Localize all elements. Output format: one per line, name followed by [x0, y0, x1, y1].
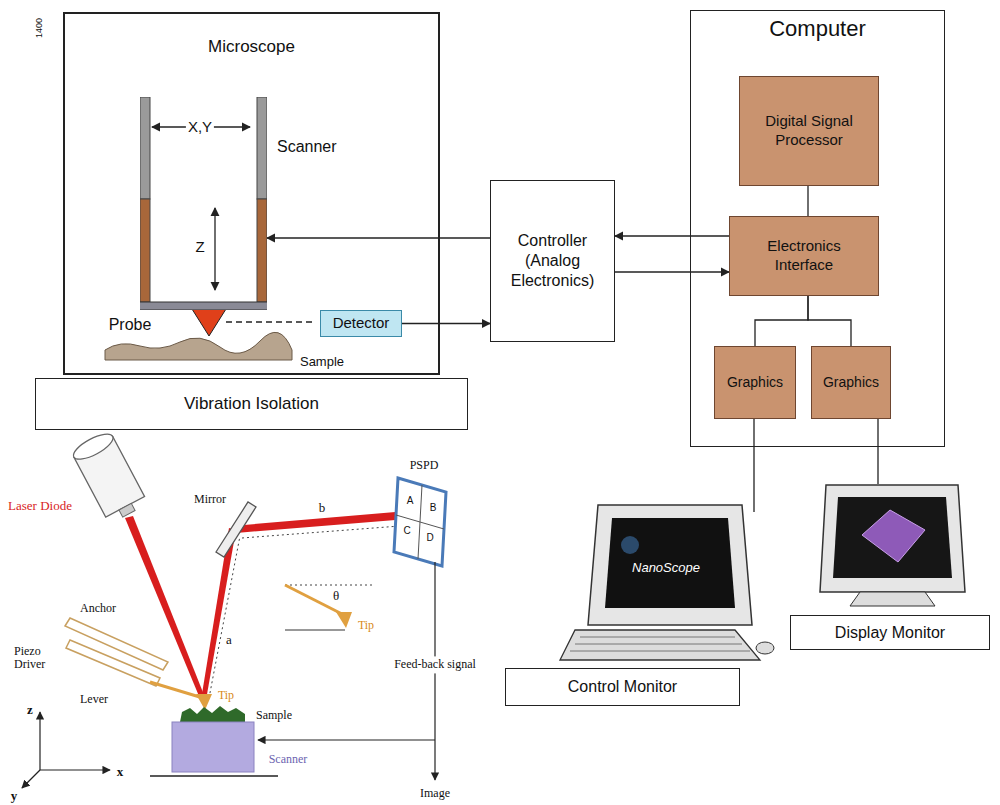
part-label: Sample [300, 355, 344, 369]
scanner-arrows [152, 127, 250, 290]
part-label: Laser Diode [8, 499, 72, 513]
axis-label: y [11, 789, 18, 803]
connector [808, 296, 851, 346]
axis-label: Z [193, 239, 206, 256]
quadrant-label: A [407, 495, 414, 506]
rotated-note: 1400 [35, 18, 45, 38]
part-label: Piezo Driver [14, 645, 54, 671]
signal-label: Feed-back signal [393, 656, 477, 673]
computer-frame: ComputerDigital Signal ProcessorElectron… [690, 10, 945, 447]
controller-box: Controller (Analog Electronics) [490, 180, 615, 342]
isolation-base: Vibration Isolation [35, 378, 468, 430]
display-monitor [820, 485, 965, 606]
node-text: Microscope [65, 36, 438, 57]
detector-box: Detector [320, 310, 402, 337]
node-text: Graphics [727, 374, 783, 392]
process-box: Digital Signal Processor [739, 76, 879, 186]
node-text: Digital Signal Processor [764, 112, 854, 150]
part-label: Scanner [269, 753, 308, 766]
node-text: Control Monitor [568, 677, 677, 697]
laser-diode [70, 429, 148, 524]
part-label: PSPD [410, 459, 439, 472]
connector [267, 237, 490, 238]
monitor-label: Display Monitor [790, 615, 990, 650]
connector [615, 271, 729, 272]
dimension-label: b [319, 501, 326, 515]
dimension-label: a [226, 633, 232, 647]
cantilever-mount [65, 618, 212, 710]
pspd [394, 478, 446, 566]
connector [755, 296, 808, 346]
mirror [216, 502, 256, 557]
laser-beam [125, 510, 420, 701]
signal-label: Image [420, 787, 450, 800]
process-box: Graphics [811, 346, 891, 419]
axis-label: X,Y [186, 119, 214, 136]
control-monitor [560, 505, 774, 660]
part-label: Tip [218, 689, 234, 702]
node-text: Controller (Analog Electronics) [498, 231, 608, 291]
node-text: Graphics [823, 374, 879, 392]
node-text: Computer [691, 15, 944, 43]
probe-sample [105, 309, 316, 360]
quadrant-label: D [426, 532, 433, 543]
part-label: Mirror [194, 493, 226, 506]
angle-label: θ [333, 589, 339, 603]
node-text: Display Monitor [835, 623, 945, 643]
part-label: Lever [80, 693, 108, 706]
node-text: Scanner [277, 137, 337, 157]
axes [22, 712, 110, 788]
part-label: Anchor [80, 602, 116, 615]
quadrant-label: C [403, 525, 410, 536]
monitor-label: Control Monitor [505, 668, 740, 706]
process-box: Electronics Interface [729, 216, 879, 296]
part-label: Sample [256, 709, 292, 722]
axis-label: z [27, 703, 33, 717]
node-text: Vibration Isolation [184, 393, 319, 414]
part-label: Tip [358, 619, 374, 632]
quadrant-label: B [430, 502, 437, 513]
part-label: Probe [109, 316, 152, 334]
axis-label: x [117, 765, 124, 779]
connector [807, 186, 808, 216]
beam-paths [209, 526, 400, 698]
connector [615, 235, 729, 236]
screen-logo: NanoScope [632, 561, 700, 575]
process-box: Graphics [714, 346, 796, 419]
node-text: Electronics Interface [754, 237, 854, 275]
connector [402, 323, 490, 324]
node-text: Detector [333, 314, 390, 333]
